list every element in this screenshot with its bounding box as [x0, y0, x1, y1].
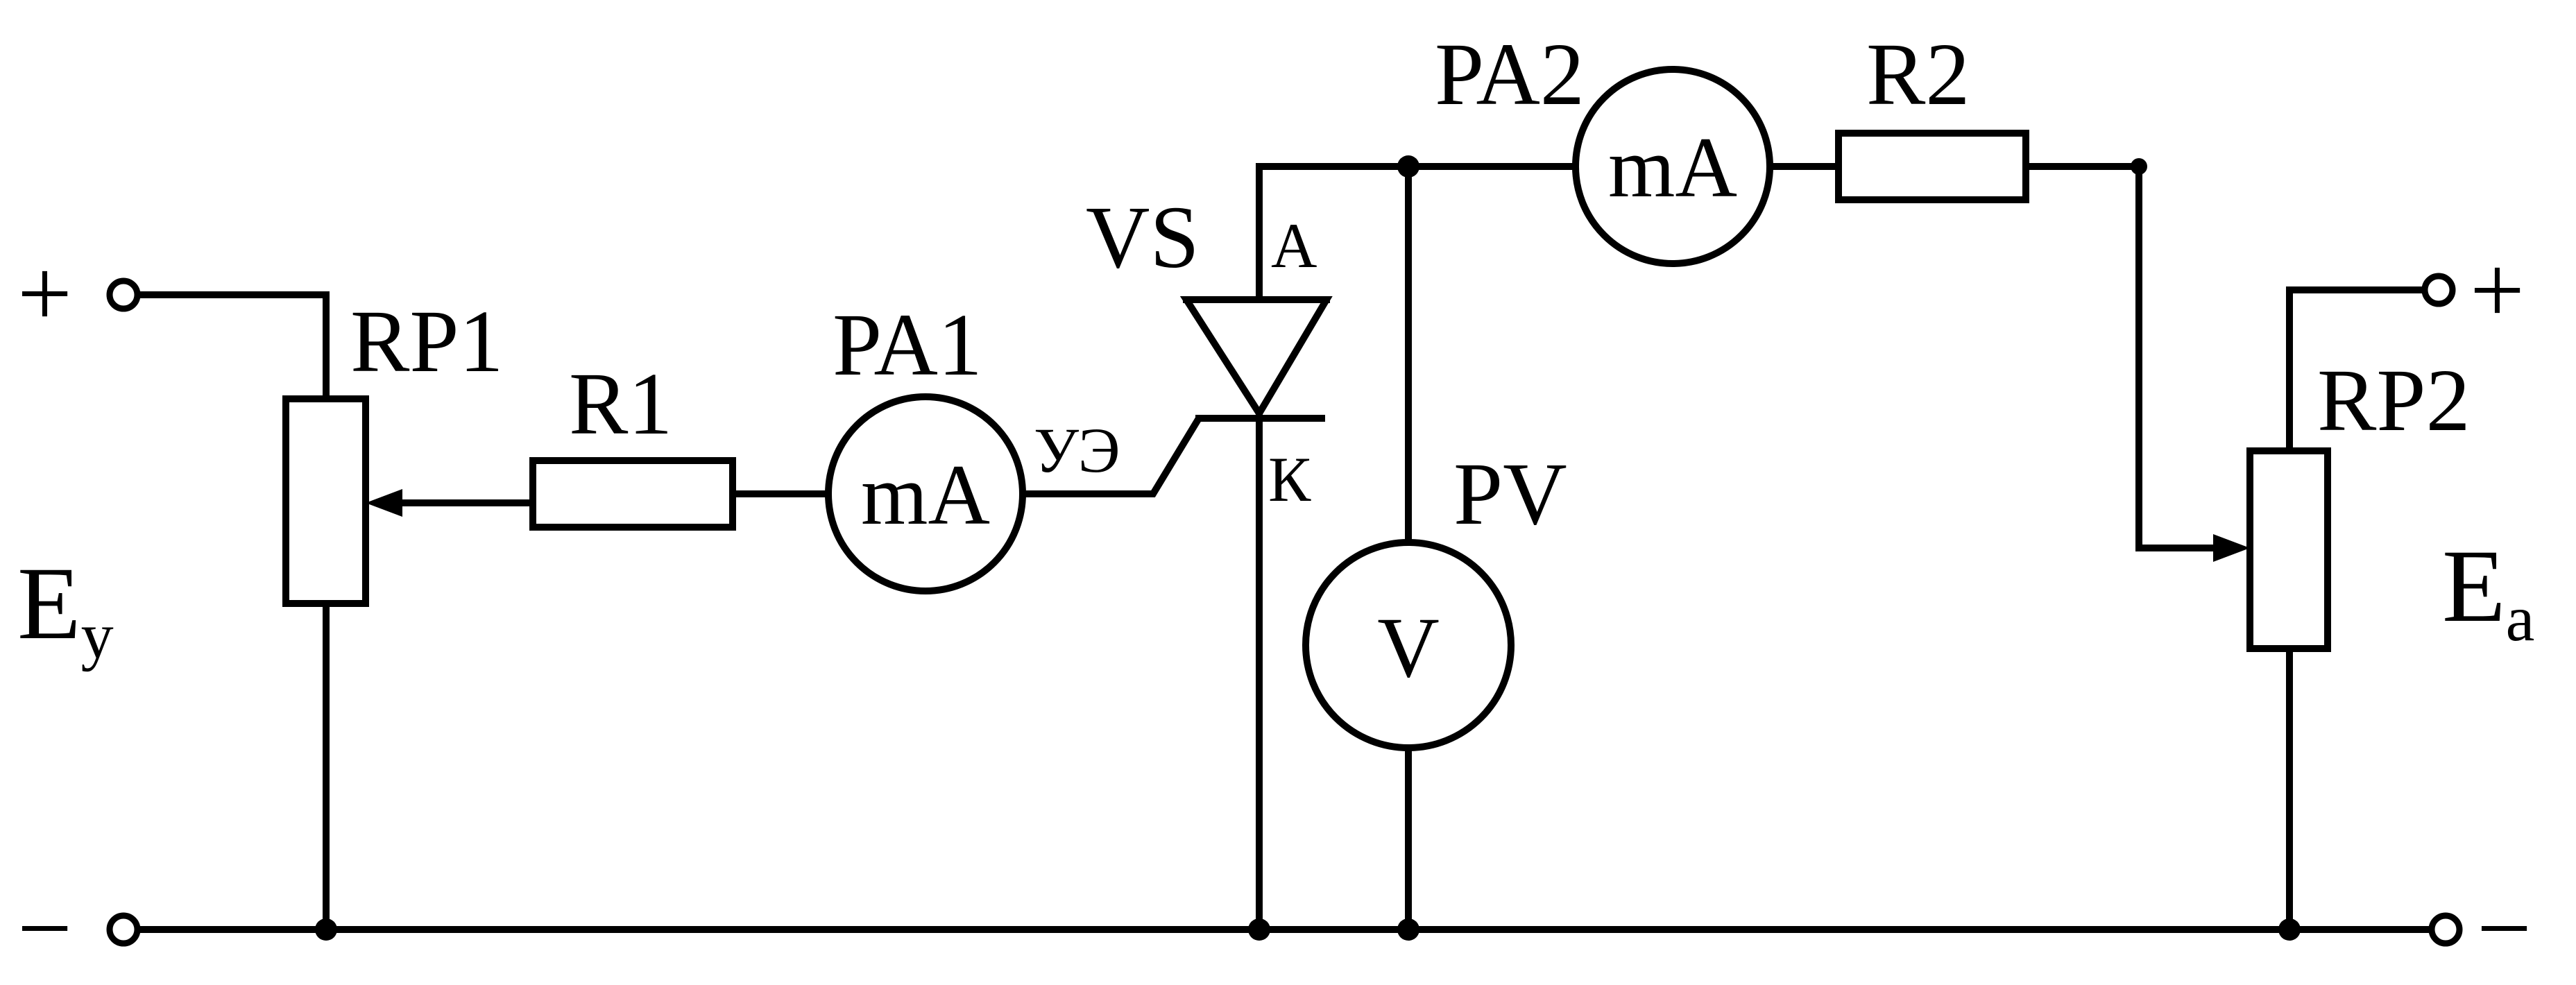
r1-resistor	[529, 457, 736, 531]
pv-label: PV	[1453, 445, 1567, 543]
junction-dot	[315, 918, 337, 941]
r2-label: R2	[1866, 25, 1970, 123]
terminal-left-plus	[106, 277, 141, 312]
source-right-name: E	[2442, 529, 2506, 644]
junction-dot	[1397, 918, 1419, 941]
pv-meter	[1302, 539, 1515, 751]
rp1-resistor	[282, 395, 369, 607]
vs-label: VS	[1086, 188, 1200, 286]
rp2-resistor	[2246, 447, 2331, 652]
terminal-right-plus	[2421, 273, 2456, 307]
pa1-unit: mA	[861, 447, 990, 542]
terminal-right-minus	[2428, 912, 2463, 947]
right-plus-sign: +	[2470, 237, 2525, 344]
source-right-subscript: a	[2506, 583, 2535, 655]
rp1-wiper-arrow	[366, 489, 402, 517]
source-left-subscript: у	[81, 600, 114, 672]
junction-dot	[1397, 155, 1419, 178]
r1-label: R1	[569, 354, 672, 453]
junction-dot	[1248, 918, 1270, 941]
junction-dot	[2278, 918, 2301, 941]
source-left-label: Eу	[17, 546, 114, 672]
pv-unit: V	[1377, 600, 1440, 695]
left-plus-sign: +	[17, 240, 72, 348]
wire-thyristor-branch	[1256, 163, 1412, 933]
left-minus-sign: −	[17, 875, 72, 982]
thyristor-vs	[1179, 296, 1333, 422]
source-left-name: E	[17, 546, 81, 661]
wire-r2-rp2	[2022, 163, 2224, 551]
wire-left-plus	[134, 291, 330, 402]
pa2-meter	[1572, 66, 1773, 267]
pa1-label: PA1	[833, 296, 982, 394]
pa1-meter	[825, 393, 1026, 594]
anode-label: А	[1271, 210, 1317, 281]
junctions	[315, 155, 2301, 941]
junction-dot	[2131, 158, 2147, 175]
rp2-label: RP2	[2317, 351, 2471, 449]
pa2-unit: mA	[1608, 120, 1737, 215]
thyristor-triangle	[1179, 296, 1333, 420]
control-electrode-label: УЭ	[1034, 415, 1120, 486]
r2-resistor	[1835, 130, 2029, 203]
pa2-label: PA2	[1435, 25, 1585, 123]
source-right-label: Ea	[2442, 529, 2534, 655]
cathode-label: К	[1268, 444, 1311, 515]
wire-right-plus	[2286, 286, 2428, 454]
right-minus-sign: −	[2477, 875, 2532, 982]
terminal-left-minus	[106, 912, 141, 947]
rp1-label: RP1	[350, 292, 504, 391]
rp2-wiper-arrow	[2213, 534, 2250, 562]
wires	[134, 163, 2435, 933]
